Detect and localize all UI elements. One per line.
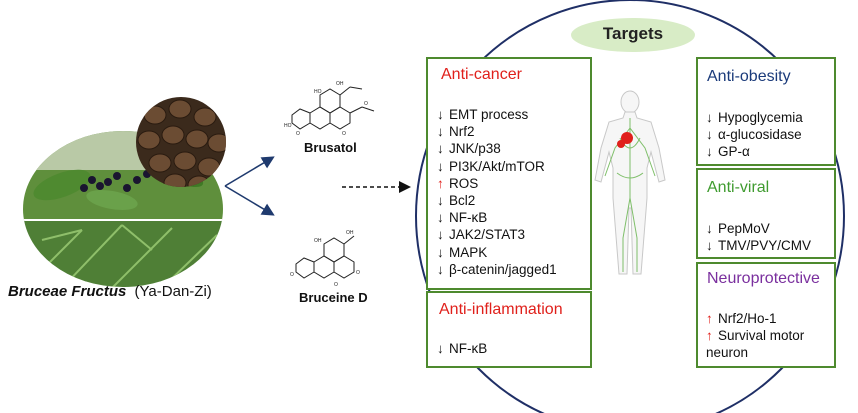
antiviral-box: Anti-viral ↓PepMoV ↓TMV/PVY/CMV (696, 168, 836, 259)
svg-text:O: O (334, 282, 338, 288)
down-arrow-icon: ↓ (437, 210, 444, 226)
anticancer-box: Anti-cancer ↓EMT process ↓Nrf2 ↓JNK/p38 … (426, 57, 592, 290)
list-item: ↑Nrf2/Ho-1 (706, 311, 777, 326)
neuroprotective-title: Neuroprotective (707, 270, 820, 287)
list-item: ↓MAPK (437, 244, 488, 260)
list-item: ↓PI3K/Akt/mTOR (437, 158, 545, 174)
list-item: ↓GP-α (706, 144, 750, 160)
antiinflammation-title: Anti-inflammation (439, 301, 563, 318)
antiinflammation-box: Anti-inflammation ↓NF-κB (426, 291, 592, 368)
down-arrow-icon: ↓ (437, 261, 444, 277)
anticancer-title: Anti-cancer (441, 66, 522, 83)
plant-name-common: (Ya-Dan-Zi) (134, 283, 212, 300)
down-arrow-icon: ↓ (706, 110, 713, 125)
human-body-figure (594, 90, 666, 275)
svg-text:O: O (356, 270, 360, 276)
down-arrow-icon: ↓ (437, 227, 444, 243)
list-item: ↓α-glucosidase (706, 127, 802, 143)
list-item: ↓JAK2/STAT3 (437, 227, 526, 243)
bruceine-d-label: Bruceine D (299, 290, 368, 305)
list-item: ↓JNK/p38 (437, 141, 501, 157)
svg-text:O: O (364, 101, 368, 107)
list-item: ↓Nrf2 (437, 124, 475, 140)
antiinflammation-list: ↓NF-κB (437, 340, 487, 357)
list-item: ↓NF-κB (437, 210, 488, 226)
down-arrow-icon: ↓ (437, 141, 444, 157)
list-item: ↑Survival motor (706, 328, 805, 344)
list-item: ↑ROS (437, 175, 479, 191)
down-arrow-icon: ↓ (437, 341, 444, 356)
list-item: ↓Bcl2 (437, 193, 476, 209)
anticancer-list: ↓EMT process ↓Nrf2 ↓JNK/p38 ↓PI3K/Akt/mT… (437, 106, 557, 278)
antiviral-list: ↓PepMoV ↓TMV/PVY/CMV (706, 220, 811, 254)
bruceine-d-structure: OH OH O O O (290, 230, 360, 288)
neuroprotective-list: ↑Nrf2/Ho-1 ↑Survival motor neuron (706, 310, 804, 362)
up-arrow-icon: ↑ (706, 328, 713, 344)
down-arrow-icon: ↓ (706, 127, 713, 143)
list-item: ↓β-catenin/jagged1 (437, 261, 557, 277)
svg-text:HO: HO (284, 123, 292, 129)
svg-text:OH: OH (314, 238, 322, 244)
plant-name-latin: Bruceae Fructus (8, 283, 127, 300)
down-arrow-icon: ↓ (437, 107, 444, 122)
down-arrow-icon: ↓ (706, 221, 713, 236)
svg-text:OH: OH (346, 230, 354, 236)
list-item: ↓Hypoglycemia (706, 110, 803, 125)
plant-name: Bruceae Fructus (Ya-Dan-Zi) (8, 283, 212, 300)
down-arrow-icon: ↓ (437, 193, 444, 209)
list-item: ↓NF-κB (437, 341, 488, 356)
down-arrow-icon: ↓ (437, 124, 444, 140)
neuroprotective-box: Neuroprotective ↑Nrf2/Ho-1 ↑Survival mot… (696, 262, 836, 368)
brusatol-structure: HO OH HO O O O (284, 81, 375, 137)
list-item: ↓PepMoV (706, 221, 770, 236)
list-item: neuron (706, 345, 749, 361)
targets-title: Targets (602, 24, 664, 43)
svg-text:OH: OH (336, 81, 344, 87)
up-arrow-icon: ↑ (437, 175, 444, 191)
up-arrow-icon: ↑ (706, 311, 713, 326)
svg-text:O: O (296, 131, 300, 137)
antiviral-title: Anti-viral (707, 179, 770, 196)
svg-text:O: O (342, 131, 346, 137)
brusatol-label: Brusatol (304, 140, 357, 155)
targets-pill (571, 18, 695, 52)
down-arrow-icon: ↓ (437, 158, 444, 174)
fruit-photo (135, 95, 227, 189)
antiobesity-title: Anti-obesity (707, 68, 791, 85)
antiobesity-box: Anti-obesity ↓Hypoglycemia ↓α-glucosidas… (696, 57, 836, 166)
list-item: ↓TMV/PVY/CMV (706, 238, 812, 254)
down-arrow-icon: ↓ (437, 244, 444, 260)
list-item: ↓EMT process (437, 107, 529, 122)
down-arrow-icon: ↓ (706, 144, 713, 160)
svg-text:O: O (290, 272, 294, 278)
svg-text:HO: HO (314, 89, 322, 95)
antiobesity-list: ↓Hypoglycemia ↓α-glucosidase ↓GP-α (706, 109, 803, 161)
down-arrow-icon: ↓ (706, 238, 713, 254)
